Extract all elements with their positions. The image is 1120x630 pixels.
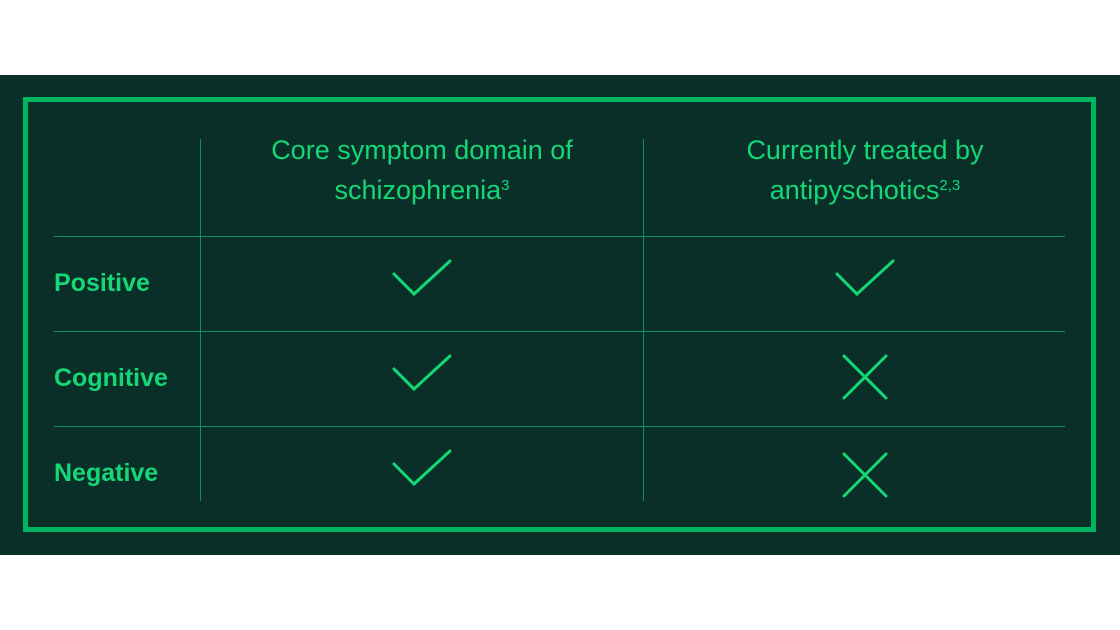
column-header-currently-treated: Currently treated by antipyschotics2,3	[644, 130, 1086, 210]
table-border	[23, 97, 1096, 532]
cross-icon	[842, 452, 888, 498]
row-divider	[54, 236, 1065, 237]
row-label-cognitive: Cognitive	[54, 364, 168, 392]
check-icon	[835, 259, 895, 297]
row-divider	[54, 331, 1065, 332]
row-divider	[54, 426, 1065, 427]
row-label-negative: Negative	[54, 459, 159, 487]
header-text: schizophrenia	[334, 175, 502, 205]
check-icon	[392, 259, 452, 297]
column-divider	[200, 139, 201, 501]
header-text: Core symptom domain of	[271, 135, 573, 165]
cross-icon	[842, 354, 888, 400]
footnote-ref: 2,3	[939, 177, 961, 194]
check-icon	[392, 449, 452, 487]
header-text: Currently treated by	[746, 135, 984, 165]
header-text: antipyschotics	[769, 175, 940, 205]
check-icon	[392, 354, 452, 392]
column-divider	[643, 139, 644, 501]
footnote-ref: 3	[501, 177, 510, 194]
column-header-core-symptom: Core symptom domain of schizophrenia3	[201, 130, 643, 210]
row-label-positive: Positive	[54, 269, 150, 297]
table-background	[0, 75, 1120, 555]
